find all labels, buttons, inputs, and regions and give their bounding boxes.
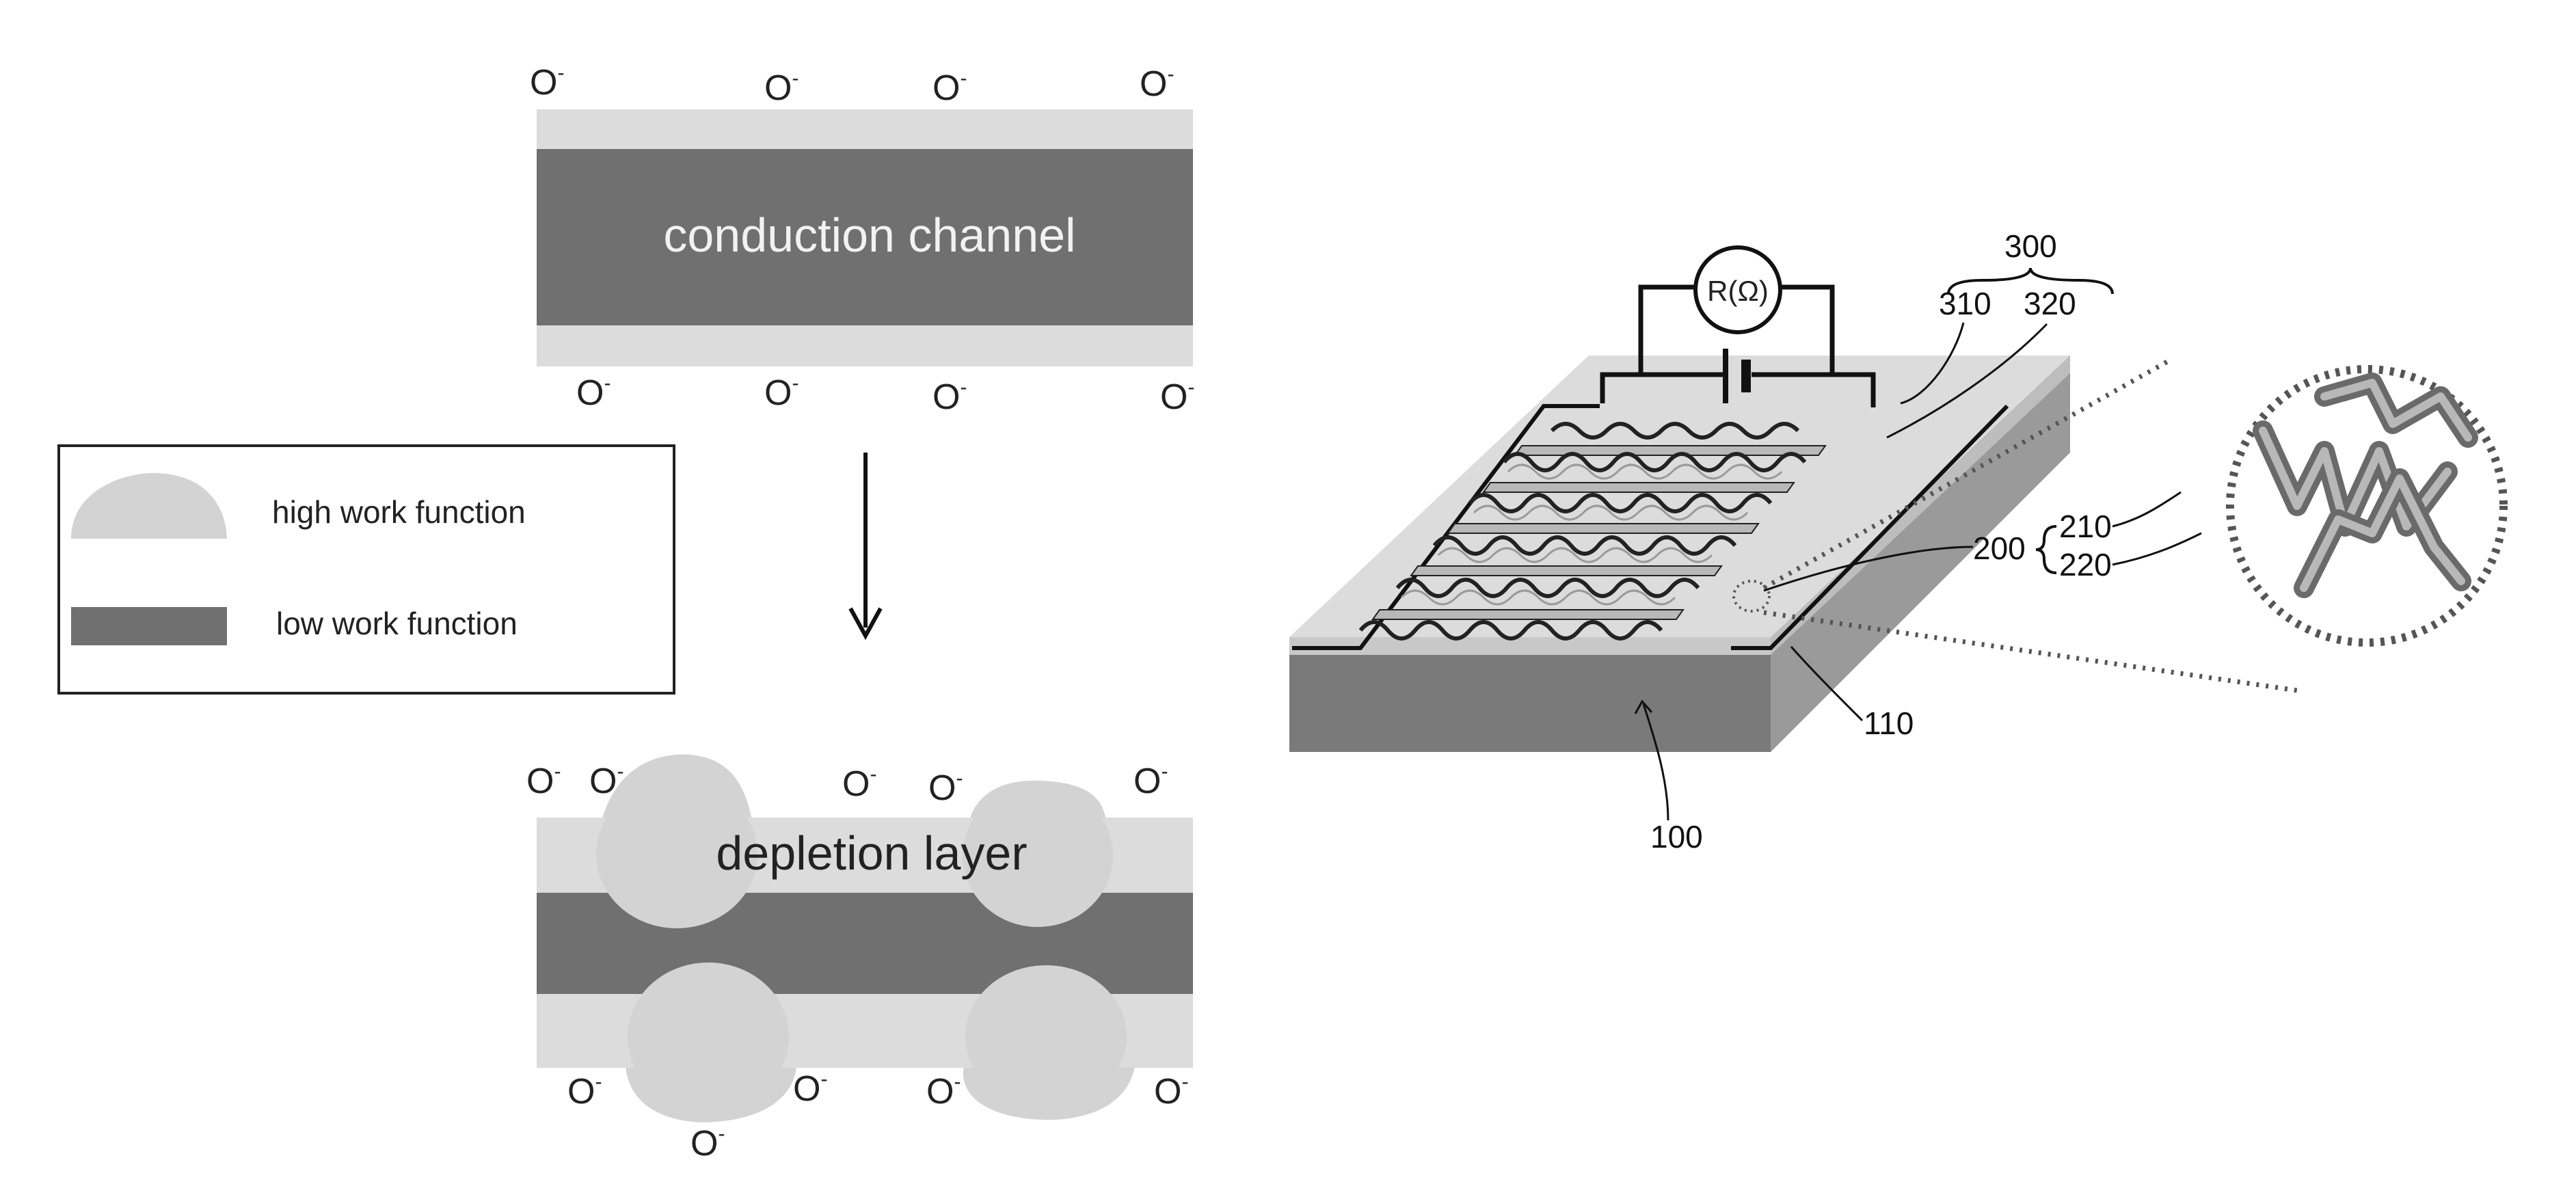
- ref-100: 100: [1650, 819, 1703, 855]
- conduction-channel-label: conduction channel: [663, 208, 1075, 262]
- oxygen-ion: O-: [764, 372, 799, 413]
- ref-210: 210: [2059, 509, 2112, 544]
- ref-220: 220: [2059, 547, 2112, 582]
- oxygen-ion: O-: [530, 62, 564, 103]
- substrate-front-face: [1289, 655, 1771, 752]
- oxygen-ion: O-: [793, 1068, 827, 1109]
- oxygen-ions-top: O- O- O- O-: [530, 62, 1174, 108]
- grain-inner-bottom-right: [965, 965, 1127, 1107]
- grain-inner-bottom-left: [628, 963, 789, 1110]
- ref-310: 310: [1939, 286, 1991, 321]
- oxygen-ion: O-: [1154, 1071, 1188, 1112]
- oxygen-ion: O-: [933, 67, 967, 108]
- oxygen-ions-bottom: O- O- O- O-: [576, 372, 1194, 417]
- legend-label-high-work-function: high work function: [272, 494, 526, 530]
- ohmmeter-label: R(Ω): [1707, 275, 1769, 307]
- oxygen-ion: O-: [526, 760, 561, 801]
- oxygen-ion: O-: [928, 767, 963, 808]
- oxygen-ion: O-: [1133, 760, 1168, 801]
- oxygen-ion: O-: [1140, 63, 1174, 104]
- oxygen-ion: O-: [926, 1071, 961, 1112]
- oxygen-ion: O-: [842, 763, 876, 804]
- gas-sensor-device: R(Ω) 300 310 320 200 210 22: [1289, 228, 2504, 855]
- ref-300: 300: [2004, 228, 2057, 264]
- oxygen-ion: O-: [567, 1071, 602, 1112]
- ref-200: 200: [1973, 530, 2026, 566]
- oxygen-ion: O-: [1160, 376, 1194, 417]
- depletion-layer-label: depletion layer: [716, 826, 1027, 880]
- down-arrow-icon: [850, 453, 881, 636]
- legend-label-low-work-function: low work function: [276, 606, 518, 641]
- oxygen-ion: O-: [764, 67, 799, 108]
- legend-swatch-low-work-function: [71, 607, 227, 645]
- legend: high work function low work function: [59, 446, 674, 693]
- oxygen-ion: O-: [576, 372, 611, 413]
- ref-110: 110: [1864, 705, 1914, 741]
- ref-320: 320: [2024, 286, 2076, 321]
- leader-220: [2112, 533, 2201, 565]
- oxygen-ion: O-: [690, 1122, 725, 1163]
- oxygen-ion: O-: [933, 376, 967, 417]
- conduction-channel-diagram: conduction channel O- O- O- O- O- O- O- …: [530, 62, 1194, 417]
- brace-200: [2036, 526, 2056, 573]
- depletion-layer-diagram: depletion layer O- O- O- O- O- O- O- O- …: [526, 755, 1193, 1163]
- leader-210: [2112, 492, 2181, 526]
- ohmmeter-icon: R(Ω): [1695, 247, 1780, 332]
- magnified-nanowire-view: [2230, 369, 2504, 643]
